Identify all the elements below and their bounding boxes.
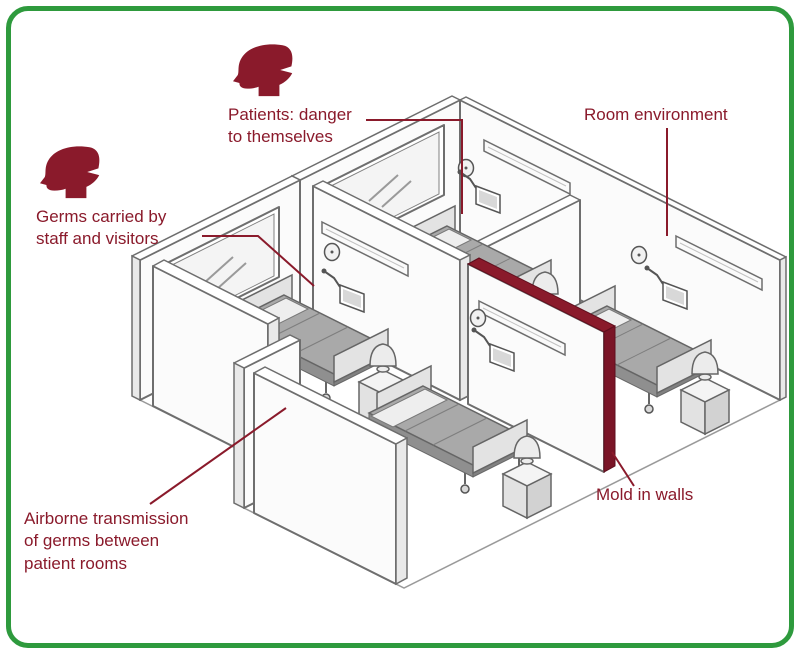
label-germs: Germs carried by staff and visitors — [36, 206, 166, 251]
leader-mold — [611, 451, 635, 487]
label-line: Patients: danger — [228, 105, 352, 124]
label-line: patient rooms — [24, 553, 127, 573]
label-airborne: Airborne transmission of germs between p… — [24, 508, 188, 575]
label-patients: Patients: danger to themselves — [228, 104, 352, 149]
label-line: staff and visitors — [36, 229, 159, 249]
clock-icon — [630, 245, 648, 265]
label-mold: Mold in walls — [596, 484, 693, 506]
label-line: to themselves — [228, 127, 333, 147]
clock-icon — [469, 308, 487, 328]
leader-airborne — [149, 407, 287, 505]
label-line: Germs carried by — [36, 207, 167, 226]
label-line: of germs between — [24, 531, 160, 551]
room-d-front-wall — [253, 366, 408, 586]
label-line: Airborne transmission — [24, 509, 189, 528]
label-room-environment: Room environment — [584, 104, 728, 126]
clock-icon — [323, 242, 341, 262]
label-line: Mold in walls — [596, 485, 694, 504]
head-profile-icon — [40, 146, 100, 199]
leader-germs — [202, 235, 315, 287]
label-line: Room environment — [584, 105, 728, 124]
head-profile-icon — [233, 44, 293, 97]
leader-patients — [366, 119, 463, 214]
